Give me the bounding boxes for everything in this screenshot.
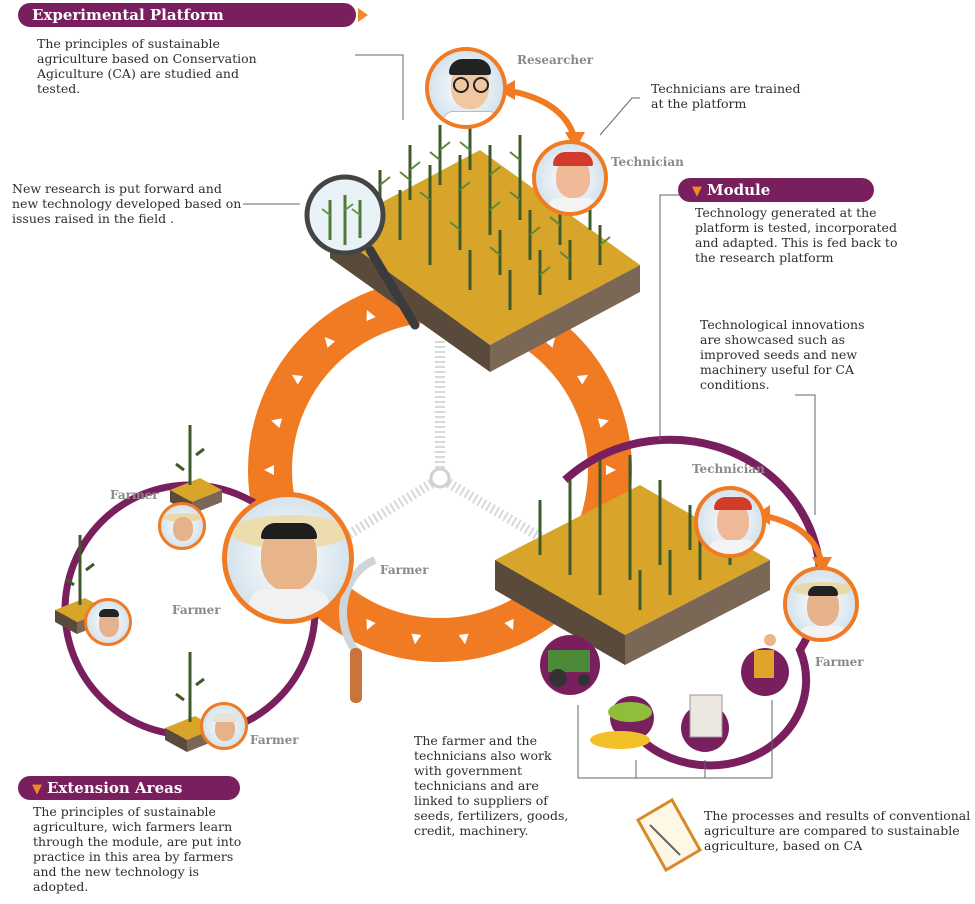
ring-arrow-icon	[576, 374, 589, 385]
ring-arrow-icon	[411, 633, 422, 645]
ring-arrow-icon	[271, 418, 283, 429]
farmer-right-portrait	[783, 566, 859, 642]
technician-top-label: Technician	[611, 155, 684, 169]
farmer-center-label: Farmer	[172, 603, 221, 617]
ring-arrow-icon	[504, 618, 514, 631]
extension-plots	[55, 425, 222, 752]
farmer-left-bottom-label: Farmer	[250, 733, 299, 747]
ring-arrow-icon	[291, 374, 304, 385]
technician-right-portrait	[694, 486, 766, 558]
banner-arrow-icon	[358, 8, 368, 22]
innovations-annotation: Technological innovations are showcased …	[700, 317, 865, 392]
clipboard-icon	[635, 797, 703, 873]
farmer-left-top-portrait	[158, 502, 206, 550]
farmer-right-label: Farmer	[815, 655, 864, 669]
ring-arrow-icon	[544, 336, 556, 348]
extension-areas-title: Extension Areas	[47, 779, 183, 797]
ring-arrow-icon	[366, 309, 376, 322]
farmer-left-mid-portrait	[84, 598, 132, 646]
ring-arrow-icon	[264, 465, 274, 475]
magnifier-icon	[304, 174, 420, 330]
ring-arrow-icon	[597, 418, 609, 429]
government-annotation: The farmer and the technicians also work…	[414, 733, 569, 838]
supplier-icons	[540, 634, 789, 752]
module-title: Module	[707, 181, 771, 199]
ring-arrow-icon	[324, 336, 336, 348]
farmer-left-top-label: Farmer	[110, 488, 159, 502]
module-banner: ▼ Module	[678, 178, 874, 202]
ring-arrow-icon	[606, 465, 616, 475]
researcher-technician-arrow	[504, 87, 578, 141]
experimental-platform-banner: Experimental Platform	[18, 3, 356, 27]
technicians-trained-annotation: Technicians are trained at the platform	[651, 81, 801, 111]
technician-top-portrait	[532, 140, 608, 216]
extension-areas-banner: ▼ Extension Areas	[18, 776, 240, 800]
experimental-plot	[330, 120, 640, 372]
leader-lines	[243, 54, 816, 779]
experimental-platform-title: Experimental Platform	[32, 6, 224, 24]
experimental-platform-text: The principles of sustainable agricultur…	[37, 36, 257, 96]
ring-arrow-icon	[458, 633, 469, 645]
new-research-annotation: New research is put forward and new tech…	[12, 181, 242, 226]
module-text: Technology generated at the platform is …	[695, 205, 898, 265]
triangle-down-icon: ▼	[32, 782, 42, 797]
technician-right-label: Technician	[692, 462, 765, 476]
researcher-portrait	[425, 47, 507, 129]
sickle-icon	[339, 556, 377, 703]
farmer-left-bottom-portrait	[200, 702, 248, 750]
comparison-annotation: The processes and results of conventiona…	[704, 808, 971, 853]
ring-arrow-icon	[366, 618, 376, 631]
researcher-label: Researcher	[517, 53, 594, 67]
farmer-sickle-label: Farmer	[380, 563, 429, 577]
hub-connectors	[337, 340, 548, 545]
extension-areas-text: The principles of sustainable agricultur…	[33, 804, 242, 894]
triangle-down-icon: ▼	[692, 184, 702, 199]
farmer-center-portrait	[222, 492, 354, 624]
